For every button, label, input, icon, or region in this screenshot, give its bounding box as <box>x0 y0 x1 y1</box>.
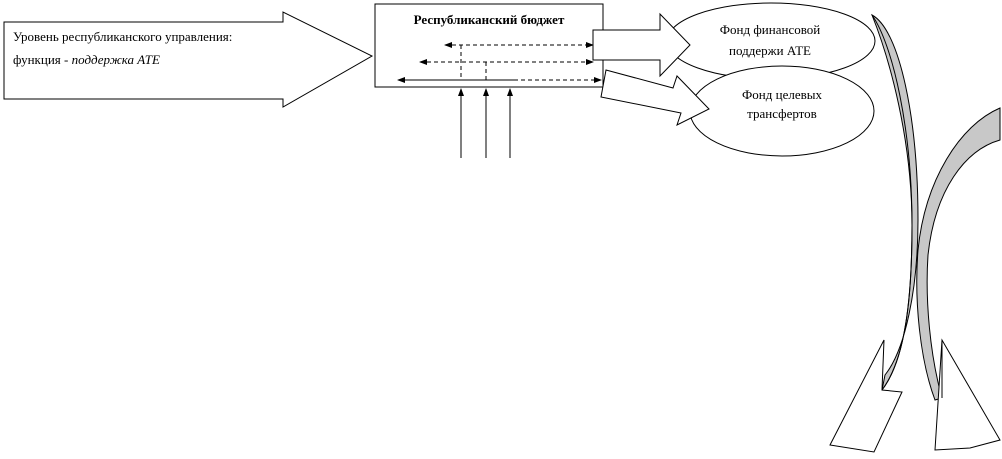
level-arrow-function-prefix: функция - <box>13 52 72 67</box>
level-arrow-line1: Уровень республиканского управления: <box>13 29 233 44</box>
fund-financial-line1: Фонд финансовой <box>719 22 821 37</box>
fund-transfers-line1: Фонд целевых <box>742 87 822 102</box>
budget-box-title: Республиканский бюджет <box>413 12 565 27</box>
fund-financial-line2: поддержи АТЕ <box>729 43 811 58</box>
block-arrow-to-transfers-fund <box>600 69 710 126</box>
fund-transfers-line2: трансфертов <box>747 106 817 121</box>
curved-ribbon-arrow-left <box>829 13 919 453</box>
level-arrow-shape <box>3 11 374 108</box>
level-arrow-function-name: поддержка АТЕ <box>71 52 160 67</box>
incoming-arrows <box>458 88 513 158</box>
level-arrow-line2: функция - поддержка АТЕ <box>13 49 160 70</box>
budget-internal-arrows <box>397 42 602 83</box>
curved-ribbon-arrow-right <box>916 107 1001 451</box>
block-arrow-to-financial-fund <box>592 12 691 78</box>
